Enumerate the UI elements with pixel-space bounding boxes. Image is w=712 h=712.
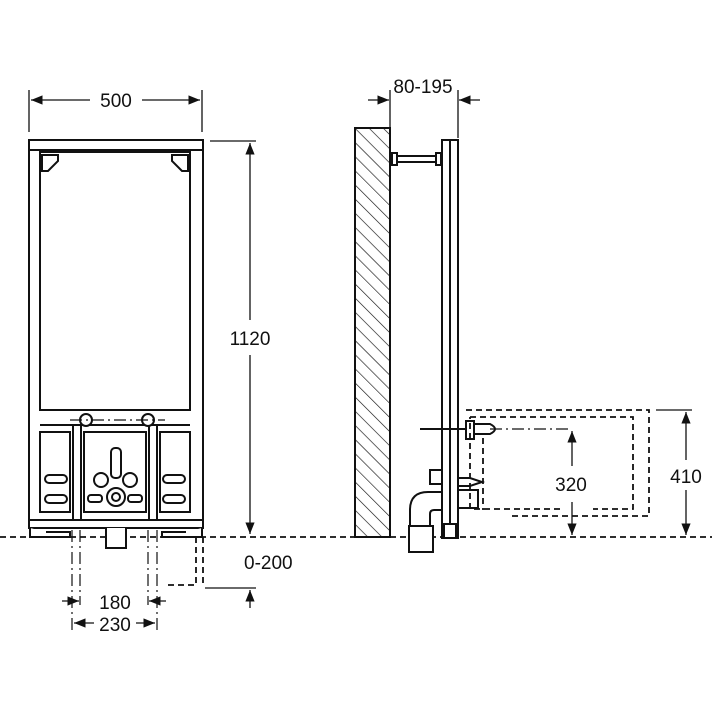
side-view — [354, 127, 650, 553]
front-view — [28, 139, 204, 630]
foot-right — [161, 528, 203, 538]
dimension-180: 180 — [62, 593, 166, 614]
slots — [44, 474, 186, 504]
fixing-bolts — [70, 413, 165, 427]
dimension-320: 320 — [555, 431, 587, 535]
svg-text:500: 500 — [100, 91, 132, 112]
svg-text:180: 180 — [99, 593, 131, 614]
dimension-80-195: 80-195 — [368, 77, 480, 138]
top-brackets — [41, 154, 189, 172]
dimension-230: 230 — [74, 615, 155, 636]
svg-text:410: 410 — [670, 467, 702, 488]
drain-elbow — [408, 469, 486, 553]
drain-pipe-front — [105, 528, 127, 549]
svg-text:320: 320 — [555, 475, 587, 496]
dimension-0-200: 0-200 — [205, 553, 293, 608]
svg-text:230: 230 — [99, 615, 131, 636]
frame-inner-panel — [39, 151, 191, 411]
svg-text:80-195: 80-195 — [393, 77, 452, 98]
svg-text:0-200: 0-200 — [244, 553, 293, 574]
dimension-500: 500 — [28, 90, 203, 132]
wall-hatched — [354, 127, 391, 538]
bidet-outline-dashed — [466, 409, 650, 517]
dimension-410: 410 — [656, 409, 702, 535]
wall-bracket — [391, 152, 442, 166]
water-connections — [93, 447, 138, 549]
dimension-1120: 1120 — [210, 140, 271, 534]
svg-text:1120: 1120 — [230, 329, 271, 350]
foot-left — [29, 528, 71, 538]
